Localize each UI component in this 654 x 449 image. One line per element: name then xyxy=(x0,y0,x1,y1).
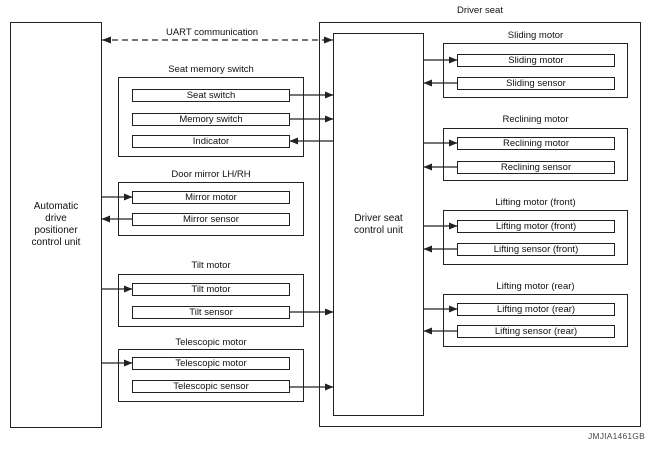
driver-seat-enclosure-label: Driver seat xyxy=(457,5,503,16)
group-title-seat-memory-switch: Seat memory switch xyxy=(168,64,254,75)
group-box-tilt-motor xyxy=(118,274,304,327)
driver-seat-control-unit-label-line1: Driver seat xyxy=(354,212,403,224)
node-mirror-sensor: Mirror sensor xyxy=(132,213,290,226)
driver-seat-control-unit-label-line2: control unit xyxy=(354,224,403,236)
group-title-door-mirror: Door mirror LH/RH xyxy=(171,169,251,180)
node-seat-switch: Seat switch xyxy=(132,89,290,102)
group-box-lifting-motor-rear xyxy=(443,294,628,347)
group-title-telescopic-motor: Telescopic motor xyxy=(175,337,247,348)
group-title-sliding-motor: Sliding motor xyxy=(507,30,564,41)
node-lifting-sensor-rear: Lifting sensor (rear) xyxy=(457,325,615,338)
node-reclining-motor: Reclining motor xyxy=(457,137,615,150)
node-lifting-motor-front: Lifting motor (front) xyxy=(457,220,615,233)
adp-control-unit-label-line3: positioner xyxy=(34,225,78,236)
node-sliding-motor: Sliding motor xyxy=(457,54,615,67)
group-title-tilt-motor: Tilt motor xyxy=(191,260,231,271)
group-box-reclining-motor xyxy=(443,128,628,181)
driver-seat-control-unit-box: Driver seat control unit xyxy=(333,33,424,416)
figure-code: JMJIA1461GB xyxy=(587,431,645,441)
node-telescopic-sensor: Telescopic sensor xyxy=(132,380,290,393)
node-indicator: Indicator xyxy=(132,135,290,148)
node-telescopic-motor: Telescopic motor xyxy=(132,357,290,370)
node-memory-switch: Memory switch xyxy=(132,113,290,126)
uart-communication-label: UART communication xyxy=(165,27,259,38)
group-title-lifting-motor-front: Lifting motor (front) xyxy=(495,197,576,208)
group-title-lifting-motor-rear: Lifting motor (rear) xyxy=(496,281,575,292)
adp-control-unit-label-line4: control unit xyxy=(31,237,81,248)
node-sliding-sensor: Sliding sensor xyxy=(457,77,615,90)
group-box-seat-memory-switch xyxy=(118,77,304,157)
group-box-door-mirror xyxy=(118,182,304,236)
node-mirror-motor: Mirror motor xyxy=(132,191,290,204)
node-tilt-sensor: Tilt sensor xyxy=(132,306,290,319)
adp-control-unit-label-line1: Automatic xyxy=(33,201,79,212)
group-box-sliding-motor xyxy=(443,43,628,98)
group-box-telescopic-motor xyxy=(118,349,304,402)
adp-control-unit-label-line2: drive xyxy=(45,213,67,224)
adp-control-unit-box: Automatic drive positioner control unit xyxy=(10,22,102,428)
node-lifting-motor-rear: Lifting motor (rear) xyxy=(457,303,615,316)
node-tilt-motor: Tilt motor xyxy=(132,283,290,296)
node-lifting-sensor-front: Lifting sensor (front) xyxy=(457,243,615,256)
driver-seat-enclosure-box xyxy=(319,22,641,427)
node-reclining-sensor: Reclining sensor xyxy=(457,161,615,174)
group-box-lifting-motor-front xyxy=(443,210,628,265)
group-title-reclining-motor: Reclining motor xyxy=(502,114,569,125)
